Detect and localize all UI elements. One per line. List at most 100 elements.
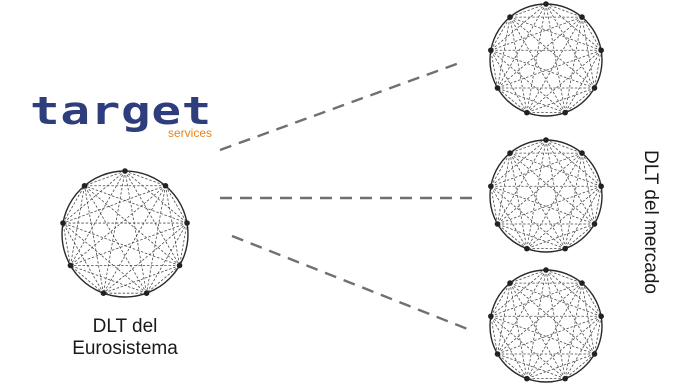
market-dlt-network-3-edge xyxy=(564,353,595,379)
market-dlt-network-2-node xyxy=(591,221,598,227)
market-dlt-network-1-edge xyxy=(581,16,602,51)
market-dlt-network-3-edge xyxy=(497,269,547,355)
market-dlt-network-2-edge xyxy=(564,223,595,249)
market-dlt-network-3-edge xyxy=(497,353,528,379)
market-dlt-network-1-edge xyxy=(497,16,583,89)
market-dlt-network-1-ring xyxy=(489,3,603,117)
market-dlt-network-3-edge xyxy=(509,269,547,284)
market-dlt-network-2-edge xyxy=(497,152,583,225)
market-dlt-network-3-edge xyxy=(509,282,566,379)
market-dlt-network-3-edge xyxy=(545,269,595,355)
market-dlt-network-2 xyxy=(488,137,604,253)
eurosystem-dlt-network-edge xyxy=(124,170,180,266)
market-dlt-network-3-edge xyxy=(497,283,511,355)
market-dlt-network-1-edge xyxy=(545,3,595,89)
eurosystem-dlt-network-edge xyxy=(70,265,147,294)
market-dlt-network-2-edge xyxy=(497,185,602,225)
eurosystem-dlt-network-edge xyxy=(103,185,166,294)
market-dlt-network-1-edge xyxy=(526,49,602,113)
market-dlt-network-2-node xyxy=(543,137,549,143)
market-dlt-network-1-edge xyxy=(509,3,547,18)
market-dlt-network-2-edge xyxy=(509,152,602,187)
market-dlt-network-1-edge xyxy=(497,17,511,89)
logo-wordmark: target xyxy=(30,89,212,133)
market-dlt-network-1-edge xyxy=(490,3,547,51)
market-dlt-network-3-node xyxy=(488,313,494,320)
eurosystem-dlt-network-edge xyxy=(165,185,188,224)
market-dlt-network-3-node xyxy=(579,280,585,286)
market-dlt-network-2-edge xyxy=(497,139,547,225)
market-dlt-network-3-edge xyxy=(497,353,566,379)
market-dlt-network-1-edge xyxy=(509,16,602,51)
market-dlt-network-3-edge xyxy=(526,353,595,379)
market-dlt-network-3-edge xyxy=(490,269,547,317)
market-dlt-network-2-edge xyxy=(545,139,583,154)
market-dlt-network-1-edge xyxy=(497,87,528,113)
market-dlt-network-2-edge xyxy=(594,186,602,225)
market-dlt-network-2-edge xyxy=(526,185,602,249)
eurosystem-dlt-network-edge xyxy=(62,222,71,266)
eurosystem-dlt-network-edge xyxy=(70,170,126,266)
market-dlt-network-3-node xyxy=(543,267,549,273)
market-dlt-network-1-edge xyxy=(490,16,511,51)
eurosystem-dlt-network-edge xyxy=(146,265,180,294)
market-dlt-network-1-edge xyxy=(581,17,595,89)
eurosystem-dlt-network-edge xyxy=(124,170,188,224)
eurosystem-dlt-network-node xyxy=(162,182,169,189)
market-dlt-network-1-edge xyxy=(526,16,583,113)
market-dlt-network-1-node xyxy=(562,109,568,116)
eurosystem-dlt-network xyxy=(60,168,190,298)
market-dlt-network-1-edge xyxy=(497,49,602,89)
market-dlt-network-2-edge xyxy=(581,152,602,187)
market-dlt-network-1-edge xyxy=(564,50,602,113)
market-dlt-network-3-node xyxy=(524,375,530,382)
connector-bottom xyxy=(231,234,471,332)
market-dlt-network-3-edge xyxy=(497,282,583,355)
market-dlt-network-3-edge xyxy=(490,282,583,317)
eurosystem-dlt-network-node xyxy=(184,220,190,226)
eurosystem-dlt-network-node xyxy=(143,290,150,297)
market-dlt-network-2-node xyxy=(488,183,494,190)
eurosystem-dlt-network-edge xyxy=(103,222,188,294)
market-dlt-network-1-edge xyxy=(490,50,528,113)
market-dlt-network-2-edge xyxy=(497,223,528,249)
market-dlt-network-1-node xyxy=(591,85,598,91)
market-dlt-network-1-node xyxy=(494,85,501,91)
market-dlt-network-3-edge xyxy=(581,282,602,317)
market-dlt-network-2-node xyxy=(579,150,585,156)
market-dlt-network-3-edge xyxy=(564,316,602,379)
eurosystem-dlt-network-node xyxy=(122,168,128,174)
market-dlt-network-2-edge xyxy=(490,186,498,225)
market-dlt-network-1-node xyxy=(488,47,494,54)
eurosystem-dlt-network-edge xyxy=(146,222,188,294)
eurosystem-dlt-network-edge xyxy=(62,170,126,224)
market-dlt-network-2-edge xyxy=(526,152,583,249)
market-dlt-network-2-edge xyxy=(526,223,595,249)
market-dlt-network-1-edge xyxy=(545,3,566,113)
market-dlt-network-3-node xyxy=(562,375,568,382)
market-dlt-network-1-edge xyxy=(545,3,602,51)
market-dlt-network-1-edge xyxy=(497,87,566,113)
market-dlt-network-3-edge xyxy=(509,282,595,355)
market-dlt-network-3-edge xyxy=(509,283,528,379)
market-dlt-network-2-edge xyxy=(581,153,595,225)
market-dlt-network-3-edge xyxy=(594,316,602,355)
market-dlt-network-2-edge xyxy=(509,152,595,225)
market-dlt-network-3-node xyxy=(591,351,598,357)
market-dlt-network-3-edge xyxy=(490,315,566,379)
market-dlt-network-2-edge xyxy=(490,186,528,249)
eurosystem-dlt-network-edge xyxy=(84,185,188,224)
eurosystem-dlt-network-edge xyxy=(124,170,166,187)
market-dlt-network-2-edge xyxy=(490,185,595,225)
market-dlt-network-3-edge xyxy=(564,283,583,379)
eurosystem-dlt-label-line1: DLT del xyxy=(92,316,158,337)
eurosystem-dlt-network-edge xyxy=(70,265,104,294)
eurosystem-dlt-network-edge xyxy=(124,170,147,294)
market-dlt-network-2-edge xyxy=(509,152,566,249)
market-dlt-network-3-edge xyxy=(526,269,547,379)
market-dlt-network-3-node xyxy=(598,313,604,320)
market-dlt-network-1-edge xyxy=(526,3,547,113)
eurosystem-dlt-network-node xyxy=(81,182,88,189)
market-dlt-network-2-edge xyxy=(509,139,547,154)
market-dlt-network-1-node xyxy=(507,14,513,20)
